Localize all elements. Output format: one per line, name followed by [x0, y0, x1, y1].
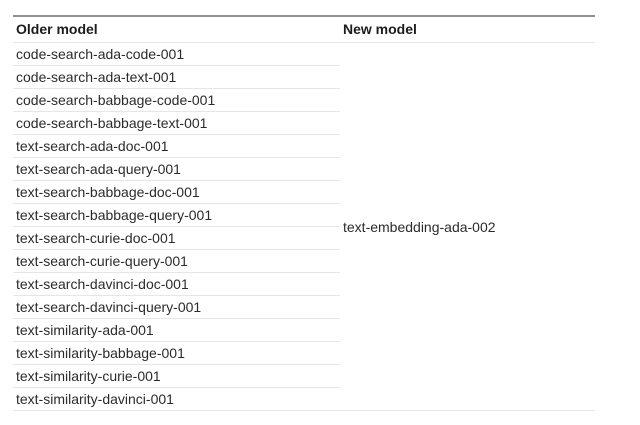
- older-model-cell: text-similarity-ada-001: [13, 318, 340, 342]
- table-row: text-search-ada-doc-001: [13, 134, 595, 158]
- table-row: code-search-ada-text-001: [13, 65, 595, 89]
- table-row: text-search-babbage-query-001: [13, 203, 595, 227]
- table-row: text-search-babbage-doc-001: [13, 180, 595, 204]
- older-model-cell: text-search-davinci-doc-001: [13, 272, 340, 296]
- older-model-cell: text-similarity-curie-001: [13, 364, 340, 388]
- table-row: text-similarity-davinci-001: [13, 387, 595, 411]
- older-model-cell: text-search-babbage-doc-001: [13, 180, 340, 204]
- older-model-cell: text-search-curie-doc-001: [13, 226, 340, 250]
- column-header-new-model: New model: [340, 16, 595, 43]
- new-model-cell: text-embedding-ada-002: [340, 42, 595, 411]
- table-row: text-search-ada-query-001: [13, 157, 595, 181]
- table-row: text-search-curie-doc-001: [13, 226, 595, 250]
- older-model-cell: text-search-davinci-query-001: [13, 295, 340, 319]
- table-row: text-similarity-ada-001: [13, 318, 595, 342]
- older-model-cell: text-search-ada-query-001: [13, 157, 340, 181]
- column-header-older-model: Older model: [13, 16, 340, 43]
- older-model-cell: code-search-babbage-text-001: [13, 111, 340, 135]
- model-migration-table: Older model New model code-search-ada-co…: [13, 15, 595, 411]
- older-model-cell: text-search-babbage-query-001: [13, 203, 340, 227]
- table-row: text-similarity-curie-001: [13, 364, 595, 388]
- older-model-cell: text-similarity-davinci-001: [13, 387, 340, 411]
- table-row: code-search-babbage-text-001: [13, 111, 595, 135]
- older-model-cell: text-search-curie-query-001: [13, 249, 340, 273]
- table-row: text-search-curie-query-001: [13, 249, 595, 273]
- table-row: text-search-davinci-doc-001: [13, 272, 595, 296]
- table-row: text-search-davinci-query-001: [13, 295, 595, 319]
- older-model-cell: code-search-ada-text-001: [13, 65, 340, 89]
- older-model-cell: text-similarity-babbage-001: [13, 341, 340, 365]
- table-row: code-search-babbage-code-001: [13, 88, 595, 112]
- table-header-row: Older model New model: [13, 16, 595, 43]
- older-model-cell: code-search-ada-code-001: [13, 42, 340, 66]
- table-row: text-similarity-babbage-001: [13, 341, 595, 365]
- older-model-cell: text-search-ada-doc-001: [13, 134, 340, 158]
- older-model-cell: code-search-babbage-code-001: [13, 88, 340, 112]
